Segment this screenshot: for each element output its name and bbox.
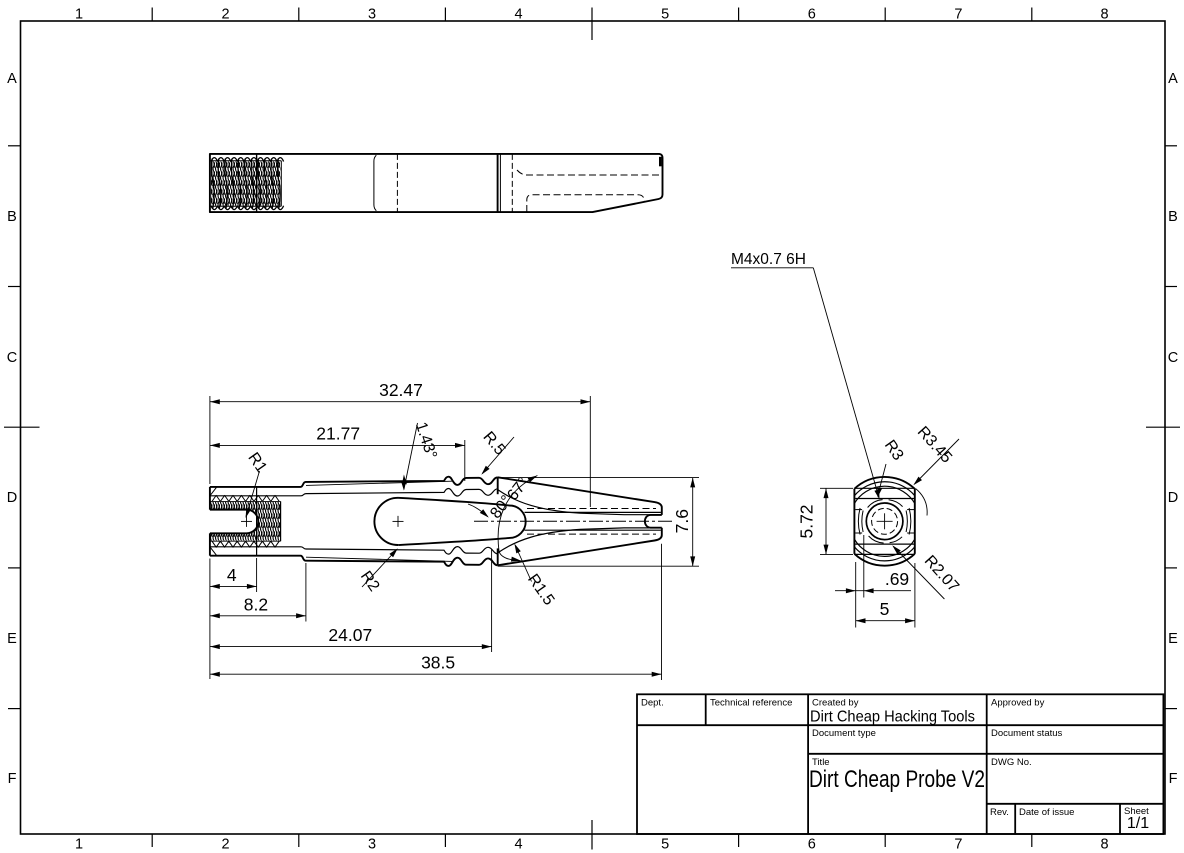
svg-text:D: D	[7, 490, 17, 506]
svg-text:38.5: 38.5	[421, 653, 455, 673]
svg-text:2: 2	[221, 7, 229, 23]
svg-text:Date of issue: Date of issue	[1019, 807, 1074, 818]
svg-text:7.6: 7.6	[672, 509, 692, 533]
svg-text:E: E	[1168, 631, 1178, 647]
svg-text:32.47: 32.47	[379, 380, 423, 400]
svg-text:.69: .69	[885, 569, 909, 589]
svg-text:7: 7	[954, 837, 962, 853]
svg-text:Dirt Cheap Hacking Tools: Dirt Cheap Hacking Tools	[810, 709, 975, 726]
svg-text:4: 4	[515, 7, 523, 23]
svg-text:A: A	[7, 71, 17, 87]
svg-text:21.77: 21.77	[316, 424, 360, 444]
svg-text:5: 5	[661, 837, 669, 853]
svg-text:Title: Title	[812, 757, 830, 768]
svg-text:3: 3	[368, 837, 376, 853]
svg-text:1/1: 1/1	[1127, 815, 1149, 832]
svg-text:8: 8	[1101, 7, 1109, 23]
svg-text:2: 2	[221, 837, 229, 853]
svg-text:A: A	[1168, 71, 1178, 87]
svg-text:1: 1	[75, 837, 83, 853]
svg-text:24.07: 24.07	[328, 625, 372, 645]
svg-text:6: 6	[808, 837, 816, 853]
svg-text:Dirt Cheap Probe V2: Dirt Cheap Probe V2	[809, 766, 985, 793]
svg-text:C: C	[7, 350, 17, 366]
svg-text:F: F	[1169, 771, 1178, 787]
svg-text:D: D	[1168, 490, 1178, 506]
svg-text:8.2: 8.2	[244, 594, 268, 614]
svg-text:B: B	[7, 209, 17, 225]
svg-text:7: 7	[954, 7, 962, 23]
svg-text:Sheet: Sheet	[1124, 806, 1149, 817]
svg-text:DWG No.: DWG No.	[991, 757, 1032, 768]
svg-text:E: E	[7, 631, 17, 647]
svg-text:M4x0.7 6H: M4x0.7 6H	[731, 251, 806, 268]
svg-text:Document type: Document type	[812, 728, 876, 739]
svg-text:8: 8	[1101, 837, 1109, 853]
svg-text:Dept.: Dept.	[641, 697, 664, 708]
svg-text:5: 5	[880, 599, 890, 619]
svg-text:Approved by: Approved by	[991, 697, 1045, 708]
svg-text:3: 3	[368, 7, 376, 23]
svg-text:5.72: 5.72	[797, 504, 817, 538]
svg-text:Document status: Document status	[991, 728, 1063, 739]
svg-text:B: B	[1168, 209, 1178, 225]
svg-text:C: C	[1168, 350, 1178, 366]
svg-text:1: 1	[75, 7, 83, 23]
svg-text:Technical reference: Technical reference	[710, 697, 792, 708]
svg-text:4: 4	[227, 565, 237, 585]
svg-text:F: F	[8, 771, 17, 787]
svg-text:5: 5	[661, 7, 669, 23]
svg-text:Rev.: Rev.	[990, 807, 1009, 818]
svg-text:6: 6	[808, 7, 816, 23]
svg-text:Created by: Created by	[812, 697, 859, 708]
svg-text:4: 4	[515, 837, 523, 853]
